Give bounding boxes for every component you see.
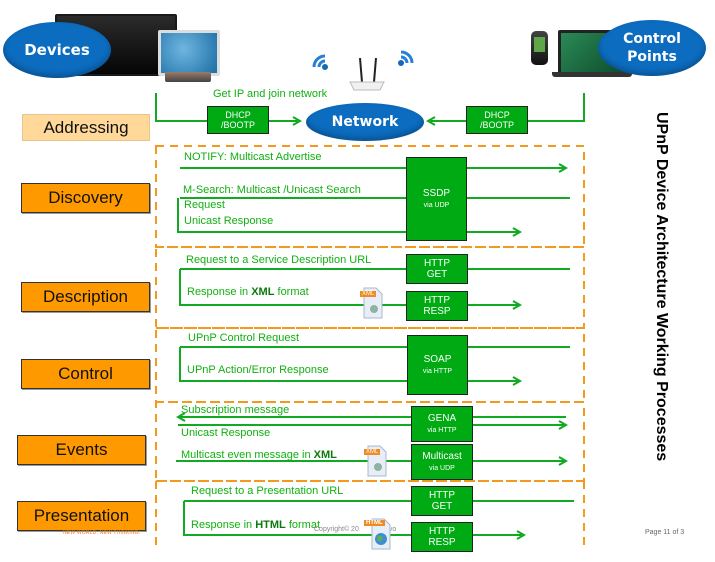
- stage-events[interactable]: Events: [17, 435, 146, 465]
- description-response-pre: Response in: [187, 286, 252, 298]
- dhcp-right-line1: DHCP: [484, 109, 510, 120]
- presentation-response-arrow: [183, 501, 524, 535]
- description-response-label: Response in XML format: [187, 286, 309, 298]
- events-unicast-response-label: Unicast Response: [181, 427, 271, 439]
- laptop-base: [552, 72, 632, 77]
- soap-box: SOAP via HTTP: [407, 335, 468, 395]
- unicast-response-label: Unicast Response: [184, 215, 274, 227]
- stage-presentation[interactable]: Presentation: [17, 501, 146, 531]
- xml-document-icon: XML: [360, 287, 384, 319]
- multicast-sub: via UDP: [429, 464, 455, 472]
- html-document-icon: HTML: [364, 518, 392, 550]
- dhcp-left-line2: /BOOTP: [220, 120, 255, 130]
- stage-events-label: Events: [55, 440, 108, 459]
- http-get-line1: HTTP: [428, 489, 456, 501]
- network-label: Network: [331, 114, 399, 130]
- http-get-box-presentation: HTTP GET: [411, 486, 473, 516]
- dhcp-left-line1: DHCP: [225, 109, 251, 120]
- multicast-event-pre: Multicast even message in: [181, 449, 314, 461]
- multicast-event-bold: XML: [313, 449, 337, 461]
- dhcp-right-box: DHCP /BOOTP: [466, 106, 528, 134]
- gena-main: GENA: [427, 413, 457, 425]
- http-resp-line2: RESP: [428, 537, 456, 548]
- devices-label: Devices: [24, 41, 90, 59]
- subscription-label: Subscription message: [181, 404, 290, 416]
- dhcp-left-box: DHCP /BOOTP: [207, 106, 269, 134]
- get-ip-label: Get IP and join network: [213, 88, 328, 100]
- page-indicator: Page 11 of 3: [645, 529, 685, 536]
- multicast-main: Multicast: [422, 451, 462, 463]
- html-badge: HTML: [364, 520, 385, 526]
- http-get-line1: HTTP: [423, 257, 451, 269]
- multicast-event-label: Multicast even message in XML: [181, 449, 337, 461]
- control-points-line1: Control: [623, 30, 681, 47]
- http-resp-line2: RESP: [423, 306, 451, 317]
- copyright-tail: vo: [388, 526, 397, 533]
- description-response-post: format: [274, 286, 309, 298]
- xml-document-icon: XML: [364, 445, 388, 477]
- request-label: Request: [184, 199, 225, 211]
- copyright-main: Copyright© 20: [314, 526, 359, 533]
- control-response-arrow: [179, 347, 520, 381]
- xml-badge: XML: [364, 449, 381, 455]
- http-resp-box-description: HTTP RESP: [406, 291, 468, 321]
- presentation-response-label: Response in HTML format: [191, 519, 320, 531]
- stage-presentation-label: Presentation: [33, 506, 130, 525]
- stage-addressing[interactable]: Addressing: [22, 114, 150, 141]
- stage-discovery[interactable]: Discovery: [21, 183, 150, 213]
- stage-control-label: Control: [58, 364, 113, 383]
- description-dashed-box: [155, 246, 585, 329]
- network-ellipse[interactable]: Network: [306, 103, 424, 141]
- presentation-response-bold: HTML: [255, 519, 286, 531]
- stage-description-label: Description: [42, 287, 129, 306]
- stage-addressing-label: Addressing: [43, 117, 129, 137]
- http-get-line2: GET: [431, 501, 453, 512]
- page-title: UPnP Device Architecture Working Process…: [653, 112, 670, 462]
- dhcp-right-line2: /BOOTP: [479, 120, 514, 130]
- soap-sub: via HTTP: [422, 367, 453, 375]
- gena-box: GENA via HTTP: [411, 406, 473, 442]
- wifi-icon: [310, 52, 332, 72]
- router-icon: [346, 57, 388, 94]
- desktop-stand: [165, 72, 211, 82]
- description-request-label: Request to a Service Description URL: [186, 254, 372, 266]
- msearch-label: M-Search: Multicast /Unicast Search: [183, 184, 361, 196]
- stage-discovery-label: Discovery: [48, 188, 123, 207]
- presentation-response-pre: Response in: [191, 519, 256, 531]
- control-points-ellipse[interactable]: Control Points: [598, 20, 706, 76]
- gena-sub: via HTTP: [427, 426, 457, 434]
- copyright-text: Copyright© 20 vo: [314, 526, 396, 533]
- presentation-dashed-box: [155, 480, 585, 546]
- xml-badge: XML: [360, 291, 377, 297]
- devices-ellipse[interactable]: Devices: [3, 22, 111, 78]
- ssdp-sub: via UDP: [423, 201, 450, 209]
- ssdp-main: SSDP: [422, 188, 451, 200]
- multicast-box: Multicast via UDP: [411, 444, 473, 480]
- description-response-bold: XML: [251, 286, 275, 298]
- ssdp-box: SSDP via UDP: [406, 157, 467, 241]
- stage-control[interactable]: Control: [21, 359, 150, 389]
- stage-description[interactable]: Description: [21, 282, 150, 312]
- smartphone-icon: [531, 31, 548, 65]
- control-request-label: UPnP Control Request: [188, 332, 300, 344]
- wifi-icon: [396, 48, 418, 68]
- http-resp-line1: HTTP: [423, 294, 451, 306]
- http-resp-box-presentation: HTTP RESP: [411, 522, 473, 552]
- http-resp-line1: HTTP: [428, 525, 456, 537]
- desktop-computer-icon: [158, 30, 220, 76]
- tagline: NEW WORLD. NEW THINKING.: [63, 530, 141, 536]
- http-get-box-description: HTTP GET: [406, 254, 468, 284]
- presentation-request-label: Request to a Presentation URL: [191, 485, 344, 497]
- control-points-line2: Points: [627, 49, 677, 65]
- notify-label: NOTIFY: Multicast Advertise: [184, 151, 322, 163]
- control-response-label: UPnP Action/Error Response: [187, 364, 329, 376]
- presentation-response-post: format: [285, 519, 320, 531]
- soap-main: SOAP: [423, 354, 452, 366]
- http-get-line2: GET: [426, 269, 448, 280]
